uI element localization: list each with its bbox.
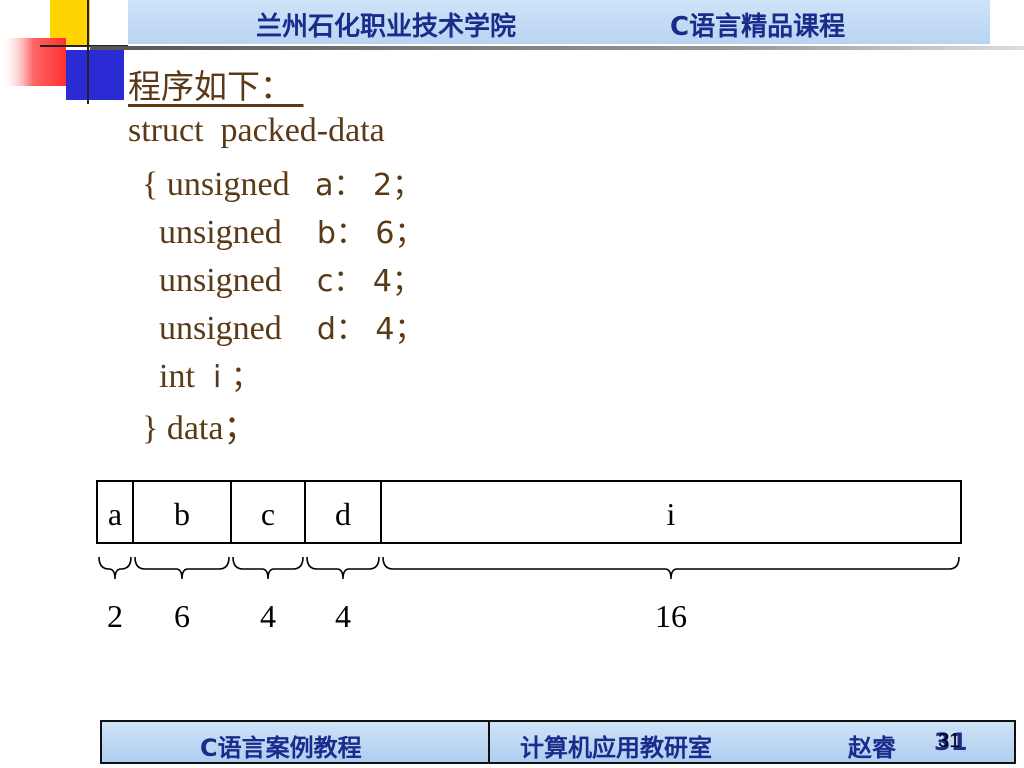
bitfield-brace: [134, 556, 230, 580]
header-bar: 兰州石化职业技术学院 C语言精品课程: [128, 0, 990, 44]
code-line-7: } data；: [142, 400, 257, 449]
header-school: 兰州石化职业技术学院: [256, 12, 517, 42]
bitfield-width: 4: [260, 598, 276, 634]
footer-divider: [488, 722, 490, 762]
code-field: i ；: [203, 360, 261, 395]
code-field: d： 4；: [307, 312, 425, 347]
bitfield-brace: [382, 556, 960, 580]
bitfield-width: 2: [107, 598, 123, 634]
bitfield-label: d: [335, 496, 351, 532]
code-field: a： 2；: [315, 168, 423, 203]
bitfield-cell-i: [380, 480, 962, 544]
code-line-6: int i ；: [142, 352, 261, 396]
code-text: { unsigned: [142, 166, 316, 203]
code-text: unsigned: [142, 214, 308, 251]
footer-author: 赵睿: [848, 734, 896, 762]
bitfield-label: c: [261, 496, 275, 532]
footer-bar: C语言案例教程 计算机应用教研室 赵睿 31: [100, 720, 1016, 764]
footer-dept: 计算机应用教研室: [520, 734, 712, 762]
blue-square: [66, 50, 124, 100]
page-number: 31: [938, 730, 961, 752]
bitfield-label: a: [108, 496, 122, 532]
bitfield-brace: [306, 556, 380, 580]
code-field: b： 6；: [307, 216, 425, 251]
code-field: c： 4；: [307, 264, 422, 299]
header-course: C语言精品课程: [670, 12, 846, 42]
bitfield-cell-b: [132, 480, 232, 544]
code-line-3: unsigned b： 6；: [142, 208, 424, 252]
footer-course: C语言案例教程: [200, 734, 362, 762]
code-line-4: unsigned c： 4；: [142, 256, 422, 300]
corner-decoration: [0, 0, 128, 104]
bitfield-cell-a: [96, 480, 134, 544]
header-divider: [90, 46, 1024, 50]
code-text: } data；: [142, 410, 258, 447]
bitfield-brace: [98, 556, 132, 580]
code-text: unsigned: [142, 262, 308, 299]
bitfield-width: 4: [335, 598, 351, 634]
code-text: unsigned: [142, 310, 308, 347]
bitfield-width: 6: [174, 598, 190, 634]
code-line-5: unsigned d： 4；: [142, 304, 424, 348]
code-line-1: struct packed-data: [128, 112, 385, 150]
bitfield-label: b: [174, 496, 190, 532]
bitfield-width: 16: [655, 598, 687, 634]
code-text: struct packed-data: [128, 112, 385, 149]
code-line-2: { unsigned a： 2；: [142, 160, 422, 204]
bitfield-diagram: a 2 b 6 c 4 d 4 i 16: [96, 480, 962, 634]
code-text: int: [142, 358, 204, 395]
bitfield-brace: [232, 556, 304, 580]
slide-title: 程序如下：: [128, 67, 304, 106]
bitfield-label: i: [667, 496, 676, 532]
footer-author-page: 31: [934, 728, 968, 756]
bitfield-cell-c: [230, 480, 306, 544]
